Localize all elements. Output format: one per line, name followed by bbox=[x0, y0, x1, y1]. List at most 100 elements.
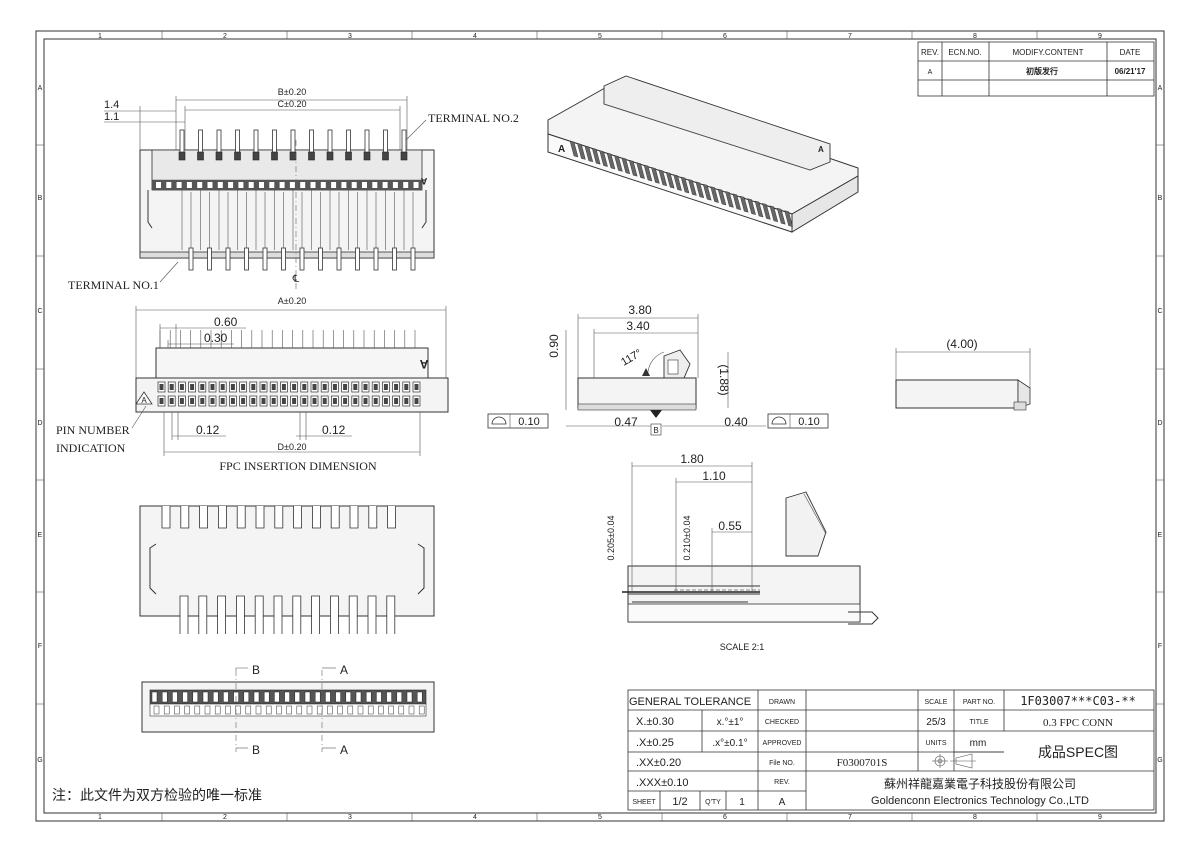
iso-pin bbox=[658, 169, 668, 187]
pin-number-label-1: PIN NUMBER bbox=[56, 423, 130, 437]
sheet-value: 1/2 bbox=[672, 796, 687, 808]
iso-pin bbox=[636, 162, 645, 179]
top-pin-upper-contact bbox=[326, 151, 334, 161]
iso-pin bbox=[577, 143, 586, 160]
section-pin-upper bbox=[243, 691, 250, 703]
section-view: B A B A bbox=[141, 663, 435, 757]
top-contact-slot bbox=[300, 182, 306, 188]
qty-value: 1 bbox=[739, 797, 745, 808]
front-pin-lower-core bbox=[414, 398, 419, 404]
bottom-pin-lower bbox=[348, 595, 358, 634]
top-pin-lower bbox=[188, 247, 194, 271]
section-a-top: A bbox=[340, 663, 348, 677]
zone-row-label-right: B bbox=[1158, 195, 1163, 202]
side-view: 117° 3.80 3.40 0.90 (1.88) 0.10 0.10 0.4… bbox=[487, 303, 829, 436]
top-contact-slot bbox=[156, 182, 161, 188]
approved-label: APPROVED bbox=[763, 740, 802, 747]
section-pin-lower bbox=[418, 705, 425, 715]
section-pin-upper bbox=[365, 691, 372, 703]
section-pin-upper bbox=[182, 691, 188, 703]
section-pin-lower bbox=[357, 705, 364, 715]
top-pin-lower bbox=[262, 247, 268, 271]
front-pin-upper-core bbox=[302, 384, 307, 390]
iso-pin bbox=[762, 203, 771, 220]
iso-pin bbox=[614, 155, 623, 172]
bottom-pin-lower bbox=[292, 595, 302, 634]
front-pin-upper-core bbox=[190, 384, 195, 390]
bottom-pin-upper bbox=[330, 506, 340, 529]
front-pin-lower-core bbox=[210, 398, 215, 404]
zone-column-label-bottom: 3 bbox=[348, 814, 352, 821]
isometric-view: A A bbox=[547, 75, 859, 233]
dim-1-88: (1.88) bbox=[717, 364, 731, 395]
section-pin-lower bbox=[235, 705, 241, 715]
qty-label: Q'TY bbox=[705, 799, 721, 806]
angle-label: 117° bbox=[619, 347, 644, 368]
dim-d: D±0.20 bbox=[278, 442, 307, 452]
section-pin-upper bbox=[416, 691, 423, 703]
top-pin-lower bbox=[318, 247, 323, 271]
top-contact-slot bbox=[372, 182, 378, 188]
company-cn: 蘇州祥龍嘉業電子科技股份有限公司 bbox=[884, 776, 1076, 791]
section-pin-lower bbox=[174, 705, 180, 715]
iso-pin bbox=[599, 150, 608, 167]
bottom-pin-upper bbox=[349, 506, 359, 529]
front-pin-lower-core bbox=[383, 398, 388, 404]
bottom-pin-lower bbox=[254, 595, 264, 634]
top-pin-upper-contact bbox=[215, 151, 223, 161]
zone-row-label-left: E bbox=[38, 532, 43, 539]
zone-column-label-bottom: 5 bbox=[598, 814, 602, 821]
front-pin-lower-core bbox=[322, 398, 327, 404]
top-contact-slot bbox=[289, 182, 295, 188]
tol-x: X.±0.30 bbox=[636, 716, 674, 728]
iso-pin bbox=[710, 186, 719, 203]
zone-row-label-left: F bbox=[38, 643, 42, 650]
date-value: 06/21'17 bbox=[1115, 67, 1146, 76]
front-pin-upper-core bbox=[251, 384, 256, 390]
iso-pin bbox=[569, 140, 579, 158]
bottom-pin-upper bbox=[161, 506, 171, 529]
bottom-pin-lower bbox=[311, 595, 320, 634]
end-view: (4.00) bbox=[895, 337, 1031, 411]
zone-row-label-left: D bbox=[37, 420, 42, 427]
top-pin-upper-contact bbox=[400, 151, 408, 161]
front-pin-upper-core bbox=[281, 384, 286, 390]
section-pin-lower bbox=[153, 705, 160, 715]
section-pin-lower bbox=[265, 705, 272, 715]
top-pin-upper-contact bbox=[308, 151, 315, 161]
angle-tol-1: x.°±1° bbox=[717, 717, 744, 728]
zone-column-label-bottom: 6 bbox=[723, 814, 727, 821]
dim-1-1: 1.1 bbox=[104, 111, 119, 123]
section-pin-lower bbox=[204, 705, 211, 715]
iso-pin bbox=[717, 188, 727, 206]
zone-column-label-top: 6 bbox=[723, 33, 727, 40]
section-pin-lower bbox=[306, 705, 313, 715]
front-pin-lower-core bbox=[251, 398, 256, 404]
bottom-pin-upper bbox=[387, 506, 396, 529]
zone-column-label-bottom: 4 bbox=[473, 814, 477, 821]
front-pin-lower-core bbox=[230, 398, 235, 404]
outer-frame bbox=[35, 30, 1165, 822]
dim-c: C±0.20 bbox=[278, 99, 307, 109]
iso-pin bbox=[584, 145, 594, 163]
dim-0-47: 0.47 bbox=[614, 415, 638, 429]
zone-column-label-bottom: 9 bbox=[1098, 814, 1102, 821]
top-pin-upper-contact bbox=[345, 151, 352, 161]
front-pin-lower-core bbox=[292, 398, 297, 404]
front-pin-upper-core bbox=[200, 384, 205, 390]
section-pin-upper bbox=[386, 691, 392, 703]
front-pin-lower-core bbox=[261, 398, 266, 404]
section-pin-lower bbox=[388, 705, 394, 715]
section-b-bottom: B bbox=[252, 743, 260, 757]
top-pin-lower bbox=[225, 247, 231, 271]
top-contact-slot bbox=[331, 182, 337, 188]
zone-row-label-left: B bbox=[38, 195, 43, 202]
top-pin-upper-contact bbox=[382, 151, 389, 161]
rev-value: A bbox=[928, 69, 933, 76]
section-pin-lower bbox=[245, 705, 252, 715]
section-pin-upper bbox=[325, 691, 331, 703]
section-pin-upper bbox=[172, 691, 178, 703]
section-pin-upper bbox=[294, 691, 301, 703]
zone-column-label-top: 8 bbox=[973, 33, 977, 40]
